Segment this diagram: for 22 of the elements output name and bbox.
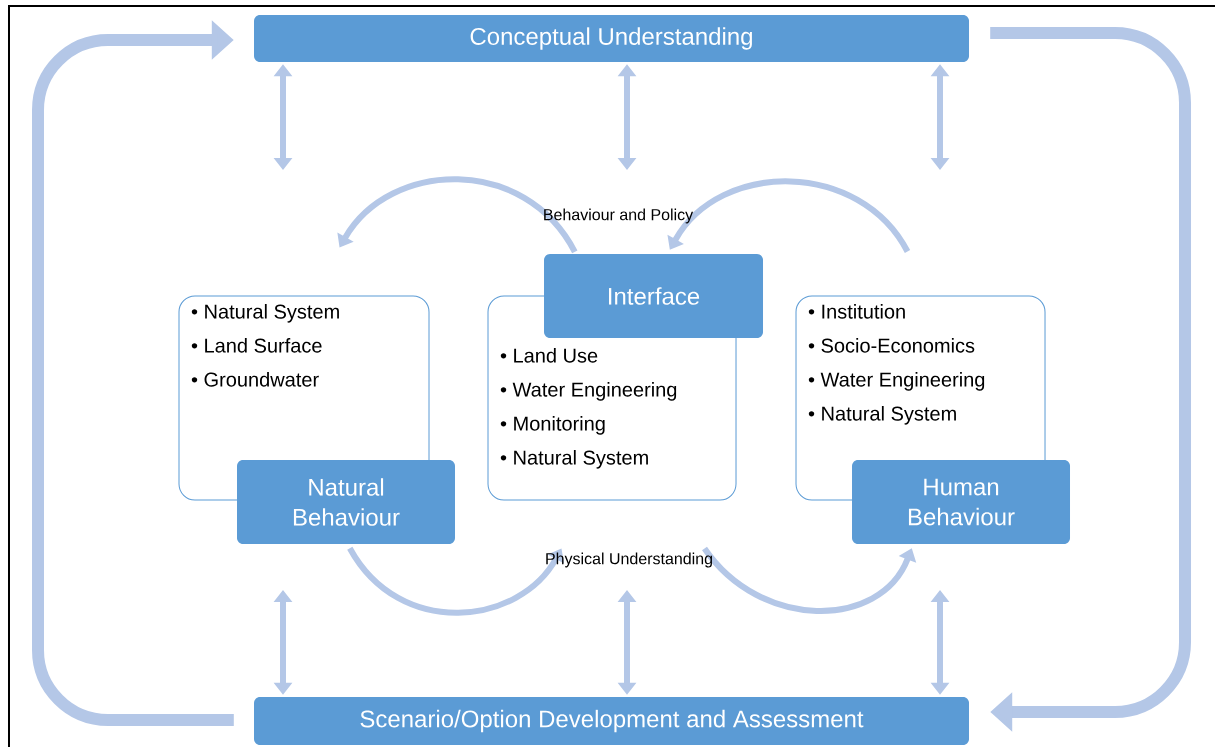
- arrow: [32, 20, 234, 726]
- flow-label: Behaviour and Policy: [544, 208, 694, 224]
- arrow: [337, 176, 578, 254]
- title-box: Human Behaviour: [852, 460, 1070, 544]
- list-item: • Monitoring: [500, 416, 605, 435]
- list-item: • Land Surface: [191, 338, 322, 353]
- flow-label: Physical Understanding: [546, 552, 712, 568]
- list-item: • Institution: [808, 304, 905, 319]
- list-item: • Water Engineering: [500, 382, 677, 401]
- title-box: Natural Behaviour: [237, 460, 455, 544]
- list-item: • Natural System: [808, 406, 956, 425]
- list-item: • Natural System: [191, 304, 339, 323]
- list-item: • Groundwater: [191, 372, 319, 387]
- title-box: Interface: [544, 254, 763, 338]
- list-item: • Land Use: [500, 348, 598, 363]
- list-item: • Water Engineering: [808, 372, 985, 391]
- list-item: • Socio-Economics: [808, 338, 975, 353]
- arrow: [990, 27, 1191, 732]
- list-item: • Natural System: [500, 450, 648, 469]
- arrow: [667, 178, 911, 254]
- title-box: Conceptual Understanding: [254, 15, 969, 62]
- title-box: Scenario/Option Development and Assessment: [254, 697, 969, 745]
